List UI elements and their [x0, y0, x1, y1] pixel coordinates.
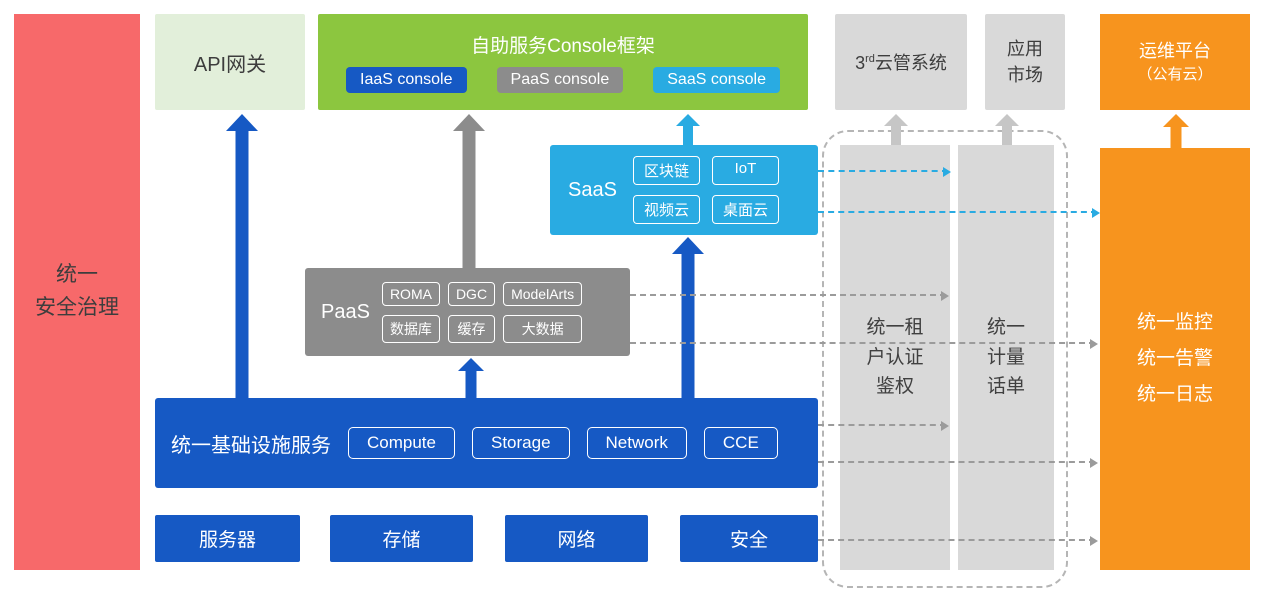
ops-platform-box: 运维平台 （公有云）	[1100, 14, 1250, 110]
monitoring-label: 统一监控 统一告警 统一日志	[1136, 311, 1213, 406]
security-hw-box: 安全	[680, 515, 818, 562]
server-label: 服务器	[198, 530, 256, 551]
server-box: 服务器	[155, 515, 300, 562]
arrow-head	[458, 358, 484, 371]
hardware-to-monitoring-connector	[818, 536, 1098, 546]
monitoring-panel: 统一监控 统一告警 统一日志	[1100, 148, 1250, 570]
infrastructure-label: 统一基础设施服务	[171, 434, 331, 457]
arrow-head	[672, 237, 704, 254]
console-frame-box: 自助服务Console框架 IaaS console PaaS console …	[318, 14, 808, 110]
iaas-console-chip: IaaS console	[346, 67, 467, 93]
paas-chip-grid: ROMA DGC ModelArts 数据库 缓存 大数据	[381, 281, 583, 343]
paas-to-console-arrow	[451, 114, 487, 268]
arrow-head	[995, 114, 1019, 126]
ops-platform-label: 运维平台	[1139, 40, 1211, 61]
saas-chip-blockchain: 区块链	[632, 156, 700, 185]
saas-console-chip: SaaS console	[653, 67, 780, 93]
arrow-head	[453, 114, 485, 131]
paas-chip-modelarts: ModelArts	[503, 281, 583, 306]
infra-to-paas-arrow	[453, 358, 489, 398]
security-governance-panel: 统一 安全治理	[14, 14, 140, 570]
paas-to-auth-connector	[630, 291, 949, 301]
paas-chip-bigdata: 大数据	[503, 314, 583, 343]
metering-pillar: 统一 计量 话单	[958, 145, 1054, 570]
ops-platform-sublabel: （公有云）	[1137, 66, 1213, 84]
third-party-superscript: rd	[865, 53, 875, 65]
connector-arrowhead	[1092, 208, 1100, 218]
paas-label: PaaS	[321, 300, 370, 323]
paas-chip-database: 数据库	[381, 314, 440, 343]
infra-chip-network: Network	[586, 427, 687, 459]
infra-to-auth-connector	[818, 421, 949, 431]
shared-services-group-border	[822, 130, 1068, 588]
metering-label: 统一 计量 话单	[986, 317, 1025, 398]
api-gateway-label: API网关	[193, 53, 267, 76]
tenant-auth-label: 统一租 户认证 鉴权	[866, 317, 924, 398]
arrow-head	[226, 114, 258, 131]
auth-to-third-party-arrow	[878, 114, 914, 145]
paas-chip-roma: ROMA	[381, 281, 440, 306]
connector-arrowhead	[941, 291, 949, 301]
arrow-shaft	[683, 125, 693, 145]
paas-to-monitoring-connector	[630, 339, 1098, 349]
security-governance-label: 统一 安全治理	[35, 263, 119, 319]
monitoring-to-ops-arrow	[1158, 114, 1194, 148]
arrow-shaft	[1170, 126, 1182, 148]
arrow-shaft	[462, 130, 476, 268]
infra-to-saas-arrow	[670, 237, 706, 398]
saas-to-monitoring-connector	[818, 208, 1100, 218]
infra-chip-storage: Storage	[471, 427, 570, 459]
saas-chip-grid: 区块链 IoT 视频云 桌面云	[632, 156, 779, 224]
saas-chip-videocloud: 视频云	[632, 195, 700, 224]
arrow-head	[884, 114, 908, 126]
storage-box: 存储	[330, 515, 473, 562]
third-party-cloud-box: 3rd云管系统	[835, 14, 967, 110]
console-chip-row: IaaS console PaaS console SaaS console	[346, 67, 780, 93]
app-market-label: 应用 市场	[1007, 38, 1043, 85]
infra-to-api-gateway-arrow	[224, 114, 260, 398]
paas-chip-dgc: DGC	[447, 281, 496, 306]
security-hw-label: 安全	[729, 530, 768, 551]
connector-arrowhead	[943, 167, 951, 177]
api-gateway-box: API网关	[155, 14, 305, 110]
saas-to-console-arrow	[670, 114, 706, 145]
app-market-box: 应用 市场	[985, 14, 1065, 110]
saas-chip-desktopcloud: 桌面云	[711, 195, 779, 224]
saas-chip-iot: IoT	[711, 156, 779, 185]
arrow-head	[676, 114, 700, 126]
saas-panel: SaaS 区块链 IoT 视频云 桌面云	[550, 145, 818, 235]
connector-arrowhead	[1090, 339, 1098, 349]
storage-label: 存储	[382, 530, 421, 551]
infra-chip-cce: CCE	[703, 427, 778, 459]
arrow-head	[1163, 114, 1189, 127]
connector-arrowhead	[1090, 458, 1098, 468]
arrow-shaft	[681, 253, 695, 398]
third-party-cloud-label: 3rd云管系统	[855, 49, 947, 75]
third-party-base: 3	[855, 53, 866, 73]
arrow-shaft	[465, 370, 477, 398]
network-label: 网络	[557, 530, 596, 551]
arrow-shaft	[1002, 125, 1012, 145]
infra-chip-compute: Compute	[348, 427, 455, 459]
connector-arrowhead	[941, 421, 949, 431]
arrow-shaft	[235, 130, 249, 398]
infrastructure-panel: 统一基础设施服务 Compute Storage Network CCE	[155, 398, 818, 488]
tenant-auth-pillar: 统一租 户认证 鉴权	[840, 145, 950, 570]
paas-chip-cache: 缓存	[447, 314, 496, 343]
network-box: 网络	[505, 515, 648, 562]
paas-console-chip: PaaS console	[496, 67, 624, 93]
connector-arrowhead	[1090, 536, 1098, 546]
saas-to-auth-connector	[818, 167, 951, 177]
console-frame-title: 自助服务Console框架	[471, 36, 655, 57]
infra-to-monitoring-connector	[818, 458, 1098, 468]
arrow-shaft	[891, 125, 901, 145]
paas-panel: PaaS ROMA DGC ModelArts 数据库 缓存 大数据	[305, 268, 630, 356]
saas-label: SaaS	[568, 178, 617, 201]
third-party-rest: 云管系统	[874, 53, 947, 73]
metering-to-app-market-arrow	[989, 114, 1025, 145]
